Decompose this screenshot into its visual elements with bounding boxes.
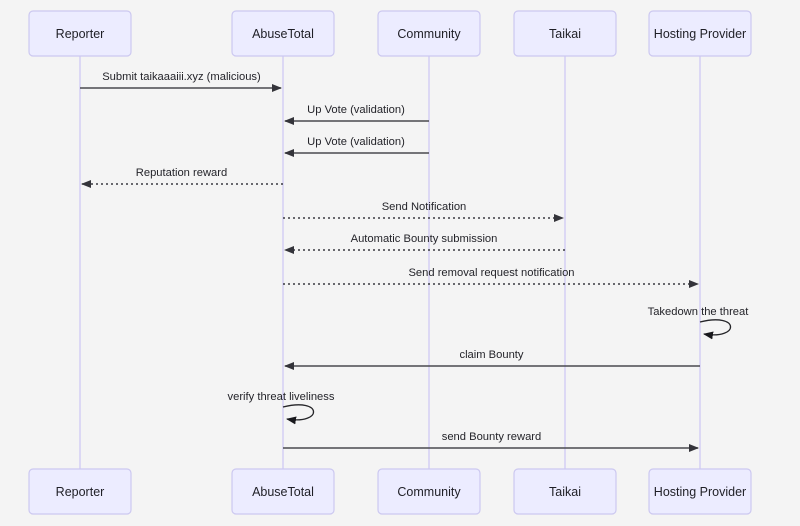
actor-box: [377, 10, 481, 57]
message-label: Reputation reward: [136, 167, 227, 179]
actor-abusetotal-top[interactable]: AbuseTotal: [231, 10, 335, 57]
message-10[interactable]: verify threat liveliness: [228, 391, 335, 425]
actor-boxes-bottom: Reporter AbuseTotal Community Taikai Hosting…: [28, 468, 752, 515]
actor-reporter-top[interactable]: Reporter: [28, 10, 132, 57]
actor-box: [648, 10, 752, 57]
actor-box: [513, 468, 617, 515]
actor-box: [513, 10, 617, 57]
message-label: send Bounty reward: [442, 431, 542, 443]
message-5[interactable]: Send Notification: [283, 201, 564, 222]
message-label: Up Vote (validation): [307, 104, 405, 116]
actor-label: AbuseTotal: [252, 485, 314, 499]
actor-box: [28, 468, 132, 515]
actor-label: Reporter: [56, 27, 105, 41]
message-2[interactable]: Up Vote (validation): [284, 104, 429, 125]
actor-reporter-bottom[interactable]: Reporter: [28, 468, 132, 515]
message-8[interactable]: Takedown the threat: [648, 306, 750, 340]
actor-label: Community: [397, 485, 461, 499]
message-label: verify threat liveliness: [228, 391, 335, 403]
actor-box: [231, 468, 335, 515]
actor-label: Taikai: [549, 27, 581, 41]
actor-community-top[interactable]: Community: [377, 10, 481, 57]
message-label: Submit taikaaaiii.xyz (malicious): [102, 71, 261, 83]
message-label: Automatic Bounty submission: [351, 233, 498, 245]
actor-label: AbuseTotal: [252, 27, 314, 41]
message-label: Up Vote (validation): [307, 136, 405, 148]
actor-box: [377, 468, 481, 515]
message-label: Takedown the threat: [648, 306, 750, 318]
actor-label: Reporter: [56, 485, 105, 499]
message-label: Send Notification: [382, 201, 467, 213]
actor-hosting-top[interactable]: Hosting Provider: [648, 10, 752, 57]
actor-box: [231, 10, 335, 57]
message-6[interactable]: Automatic Bounty submission: [284, 233, 565, 254]
actor-label: Community: [397, 27, 461, 41]
lifelines-group: [79, 56, 701, 469]
actor-community-bottom[interactable]: Community: [377, 468, 481, 515]
actor-taikai-top[interactable]: Taikai: [513, 10, 617, 57]
actor-taikai-bottom[interactable]: Taikai: [513, 468, 617, 515]
message-4[interactable]: Reputation reward: [81, 167, 283, 188]
message-9[interactable]: claim Bounty: [284, 349, 700, 370]
actor-box: [648, 468, 752, 515]
actor-abusetotal-bottom[interactable]: AbuseTotal: [231, 468, 335, 515]
message-self-loop-path: [282, 404, 315, 425]
message-label: Send removal request notification: [408, 267, 574, 279]
message-1[interactable]: Submit taikaaaiii.xyz (malicious): [80, 71, 282, 92]
message-label: claim Bounty: [459, 349, 523, 361]
actor-hosting-bottom[interactable]: Hosting Provider: [648, 468, 752, 515]
message-3[interactable]: Up Vote (validation): [284, 136, 429, 157]
message-11[interactable]: send Bounty reward: [283, 431, 699, 452]
actor-label: Hosting Provider: [654, 485, 746, 499]
message-7[interactable]: Send removal request notification: [283, 267, 699, 288]
actor-label: Taikai: [549, 485, 581, 499]
actor-boxes-top: Reporter AbuseTotal Community Taikai Hosting…: [28, 10, 752, 57]
messages-group: Submit taikaaaiii.xyz (malicious) Up Vote…: [80, 71, 750, 452]
actor-box: [28, 10, 132, 57]
actor-label: Hosting Provider: [654, 27, 746, 41]
message-self-loop-path: [699, 319, 732, 340]
